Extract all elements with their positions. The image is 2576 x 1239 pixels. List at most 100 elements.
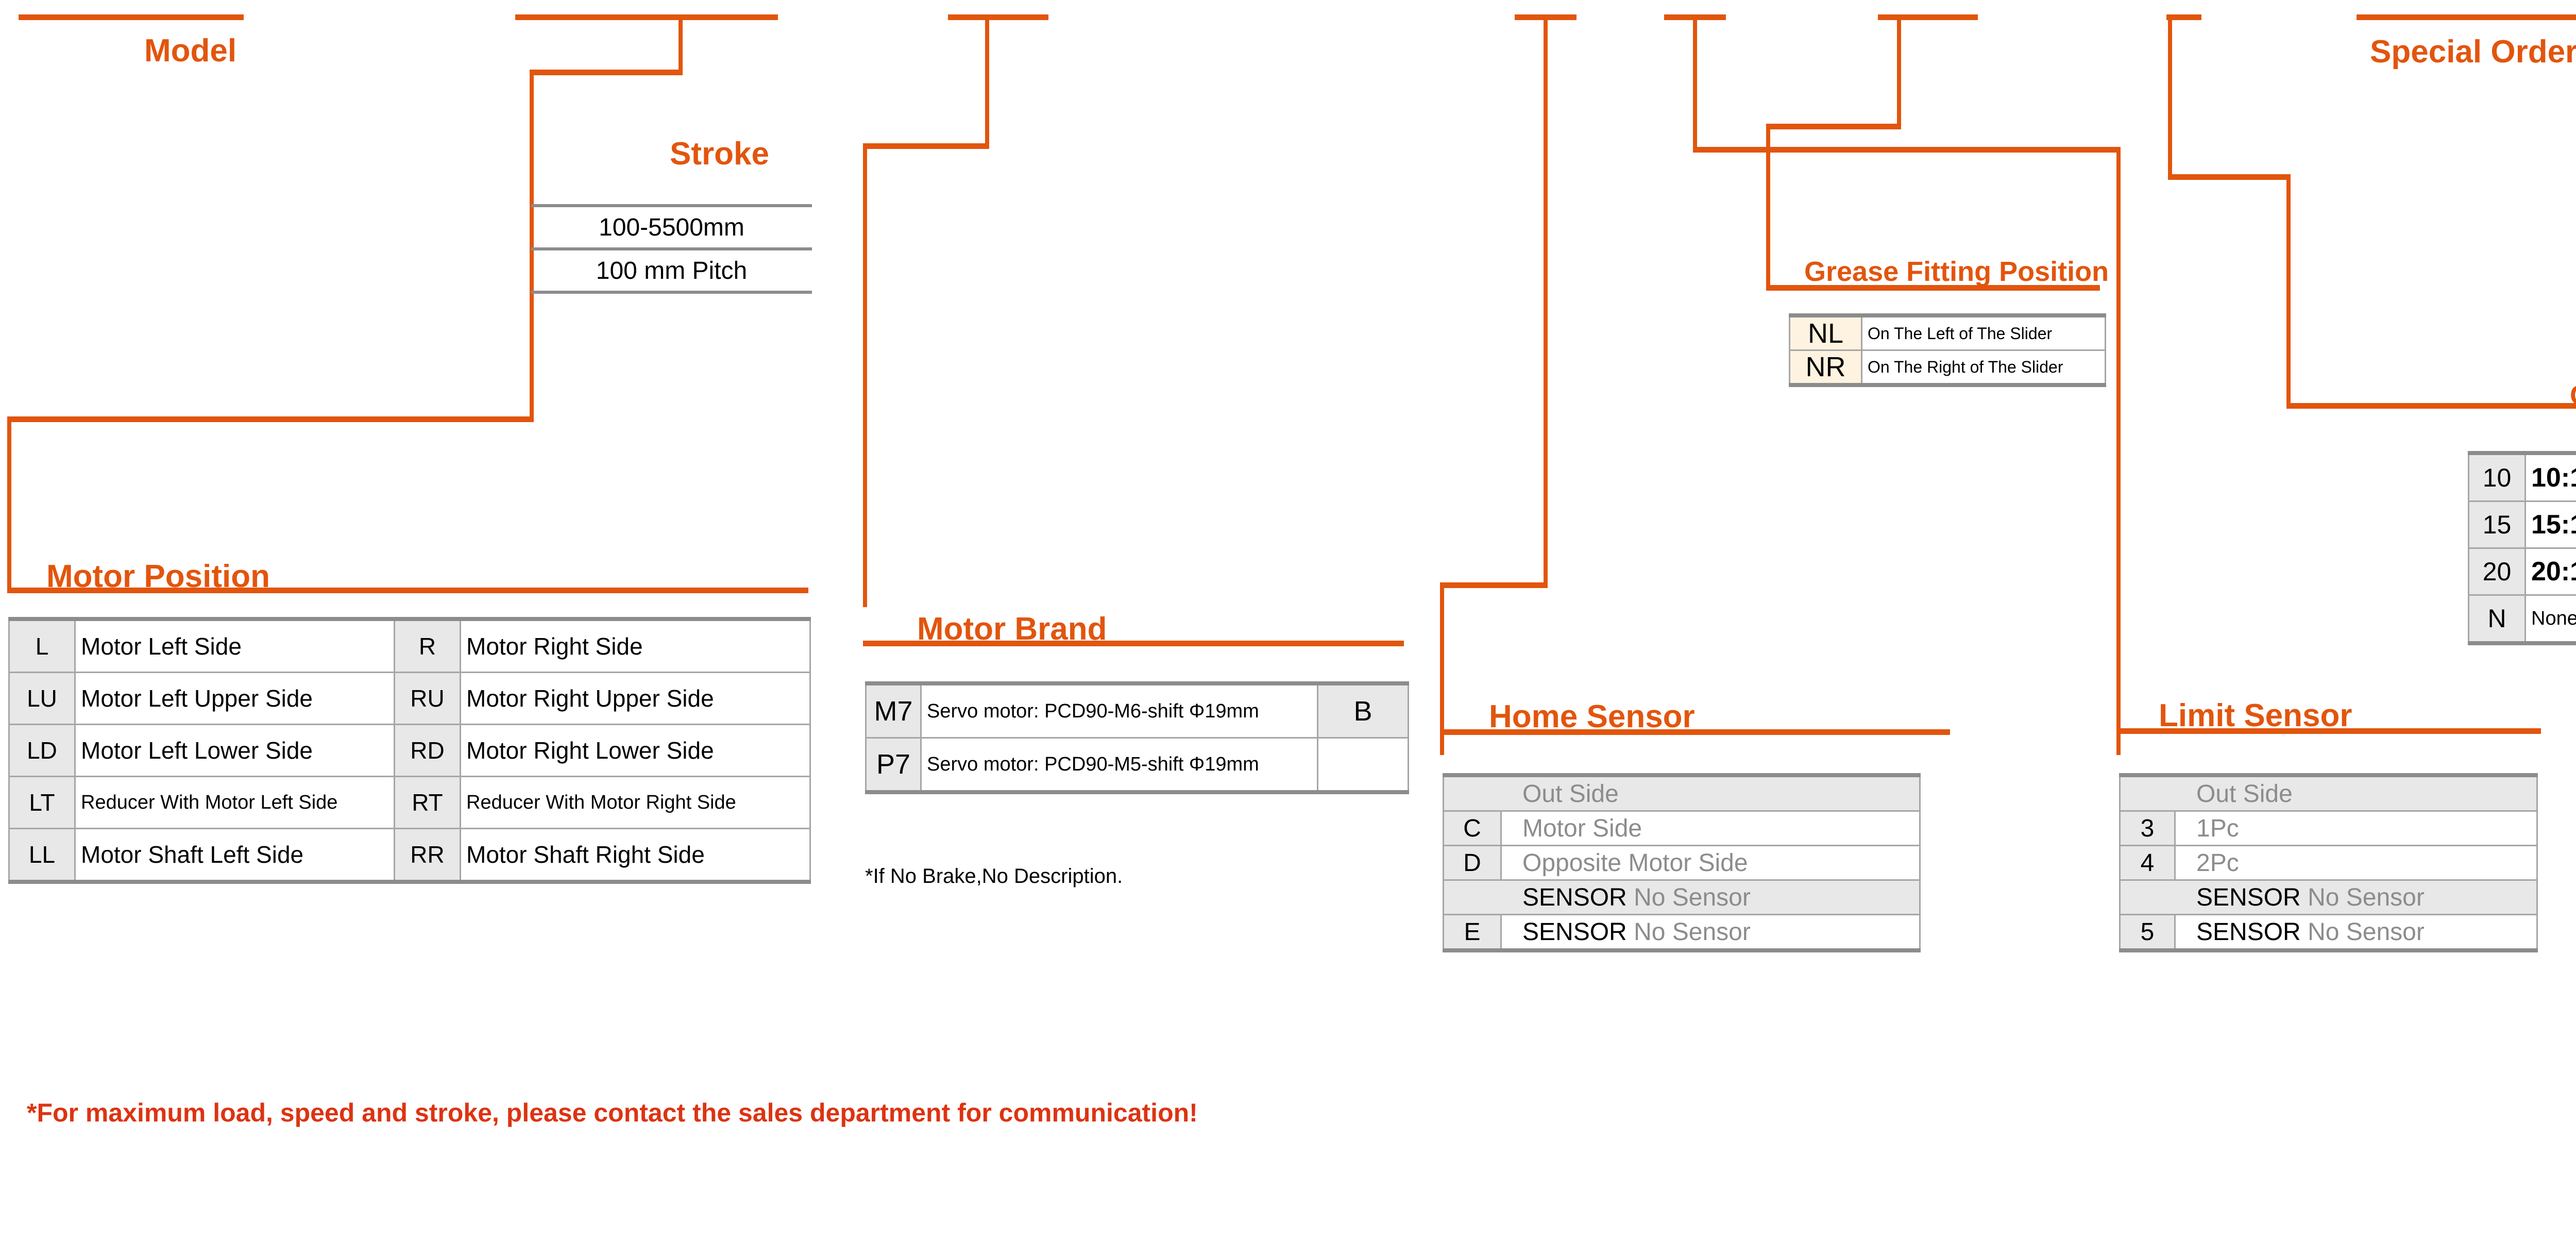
group-title-special-order: Special Order No. [2370, 34, 2576, 70]
leader-gearbox-vert [2168, 14, 2172, 178]
motor-brand-desc: Servo motor: PCD90-M5-shift Φ19mm [920, 738, 1318, 794]
home-sensor-desc: Opposite Motor Side [1522, 849, 1748, 877]
home-sensor-code [1443, 773, 1501, 812]
leader-stroke-top-bar [515, 14, 778, 20]
limit-sensor-code [2119, 880, 2175, 915]
rule-motor-position [7, 588, 808, 593]
home-sensor: Out Side [1443, 773, 1921, 812]
home-sensor: D Opposite Motor Side [1443, 845, 1921, 881]
motor-position-right-code: RD [394, 724, 461, 777]
motor-position-right-desc: Motor Right Side [460, 617, 811, 673]
limit-sensor-code [2119, 773, 2175, 812]
leader-motorbrand-top-bar [948, 14, 1048, 20]
home-sensor-desc-cell: SENSOR No Sensor [1500, 914, 1921, 952]
leader-homesensor-step [1440, 582, 1548, 588]
motor-position-right-code: RU [394, 672, 461, 725]
gearbox-code: N [2468, 595, 2526, 645]
motor-position-left-code: L [8, 617, 76, 673]
motor-position-left-code: LU [8, 672, 76, 725]
limit-sensor-desc: 2Pc [2196, 849, 2239, 877]
rule-motor-brand [863, 641, 1404, 646]
home-sensor-code: D [1443, 845, 1502, 881]
home-sensor-desc-alt: No Sensor [1634, 918, 1751, 946]
leader-motorposition-run [7, 416, 534, 422]
motor-position-left-code: LD [8, 724, 76, 777]
leader-stroke-step [530, 70, 683, 75]
home-sensor-desc: SENSOR [1522, 883, 1627, 911]
leader-motorbrand-vert [985, 14, 989, 143]
home-sensor-desc: SENSOR [1522, 918, 1627, 946]
stroke-row: 100-5500mm [531, 204, 812, 250]
home-sensor-desc-alt: No Sensor [1634, 883, 1751, 911]
stroke-value: 100 mm Pitch [531, 247, 812, 294]
gearbox-desc: None Gearbox Type [2524, 595, 2576, 645]
limit-sensor: SENSOR No Sensor [2119, 880, 2538, 915]
leader-limitsensor-vert [1693, 14, 1697, 151]
motor-position-left-desc: Motor Shaft Left Side [74, 828, 395, 884]
motor-position-right-code: RR [394, 828, 461, 884]
gearbox-desc: 15:1 [2524, 501, 2576, 549]
motor-position-left-desc: Motor Left Lower Side [74, 724, 395, 777]
gearbox-desc: 10:1 [2524, 451, 2576, 502]
motor-brand-code: M7 [865, 681, 922, 739]
limit-sensor-desc: 1Pc [2196, 814, 2239, 842]
leader-motorbrand-step [863, 143, 989, 149]
leader-gearbox-down [2286, 174, 2291, 407]
group-title-motor-position: Motor Position [46, 559, 270, 594]
motor-position-right-desc: Motor Right Lower Side [460, 724, 811, 777]
stroke-row: 100 mm Pitch [531, 247, 812, 294]
leader-homesensor-vert [1544, 14, 1548, 587]
motor-position-left-desc: Motor Left Upper Side [74, 672, 395, 725]
motor-position-left-code: LL [8, 828, 76, 884]
limit-sensor-desc: Out Side [2196, 780, 2293, 808]
motor-position-left-desc: Motor Left Side [74, 617, 395, 673]
leader-grease-step [1766, 124, 1901, 129]
leader-homesensor-down [1440, 582, 1444, 755]
limit-sensor-desc-cell: Out Side [2175, 773, 2538, 812]
home-sensor-desc: Motor Side [1522, 814, 1642, 842]
group-title-limit-sensor: Limit Sensor [2159, 698, 2352, 733]
home-sensor-desc-cell: Opposite Motor Side [1500, 845, 1921, 881]
group-title-home-sensor: Home Sensor [1489, 699, 1695, 734]
leader-grease-down [1766, 124, 1770, 289]
leader-stroke-vert [679, 14, 683, 74]
limit-sensor-desc-alt: No Sensor [2308, 883, 2425, 911]
stroke-value: 100-5500mm [531, 204, 812, 250]
leader-gearbox-step [2168, 174, 2291, 180]
group-title-motor-brand: Motor Brand [917, 611, 1107, 647]
limit-sensor-code: 3 [2119, 811, 2176, 846]
limit-sensor: Out Side [2119, 773, 2538, 812]
leader-gearbox-top-bar [2166, 14, 2201, 20]
leader-model-top-bar [19, 14, 244, 20]
limit-sensor-desc-cell: SENSOR No Sensor [2174, 914, 2538, 952]
grease-desc: On The Right of The Slider [1861, 350, 2106, 387]
motor-brand-brake-code: B [1317, 681, 1409, 739]
motor-brand-code: P7 [865, 738, 922, 794]
grease-code: NL [1789, 313, 1862, 351]
limit-sensor-desc-cell: 1Pc [2174, 811, 2538, 846]
leader-grease-vert [1897, 14, 1901, 128]
rule-home-sensor [1440, 729, 1950, 735]
group-title-model: Model [144, 33, 237, 69]
home-sensor-code [1443, 880, 1501, 915]
gearbox-code: 15 [2468, 501, 2526, 549]
